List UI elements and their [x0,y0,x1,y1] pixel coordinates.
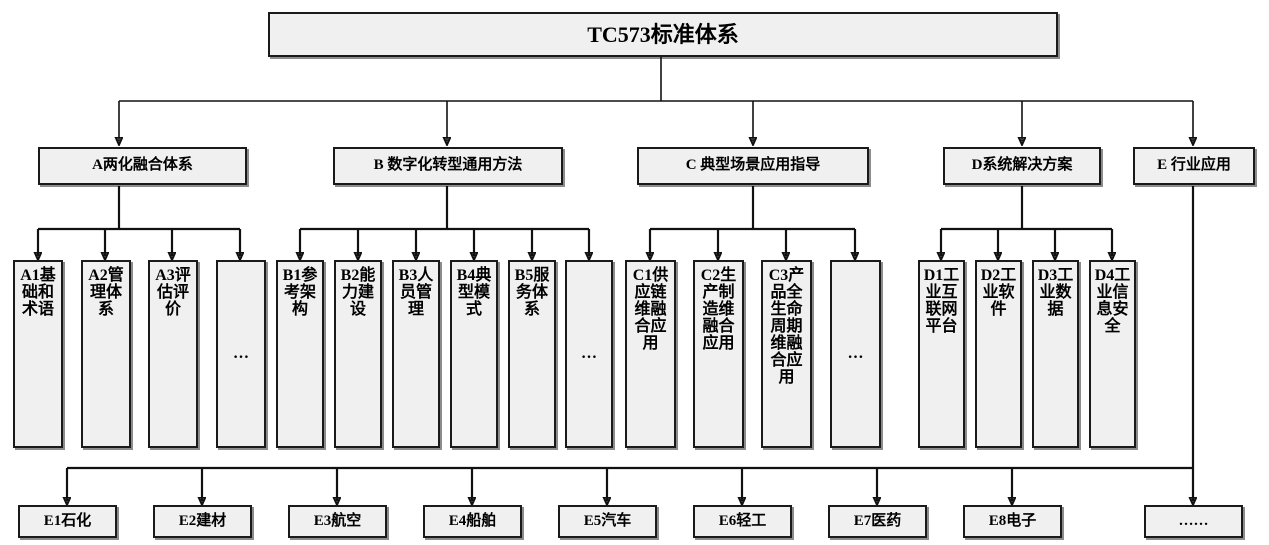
node-e-label: E 行业应用 [1157,157,1231,174]
node-e7-label: E7医药 [853,512,902,529]
node-c3[interactable]: C3产品全生命周期维融合应用 [761,260,812,448]
node-root[interactable]: TC573标准体系 [268,12,1058,57]
node-e5[interactable]: E5汽车 [558,505,657,538]
node-c2[interactable]: C2生产制造维融合应用 [693,260,744,448]
node-e2[interactable]: E2建材 [153,505,252,538]
node-a2-label: A2管理体系 [88,267,124,318]
node-a-more[interactable]: … [216,260,266,448]
node-b2[interactable]: B2能力建设 [334,260,382,448]
node-a3[interactable]: A3评估评价 [148,260,198,448]
node-d[interactable]: D系统解决方案 [943,147,1101,185]
node-e8[interactable]: E8电子 [963,505,1062,538]
node-b3[interactable]: B3人员管理 [392,260,440,448]
node-d1-label: D1工业互联网平台 [923,267,960,335]
node-root-label: TC573标准体系 [587,21,739,47]
node-a[interactable]: A两化融合体系 [38,147,247,185]
node-b4[interactable]: B4典型模式 [450,260,498,448]
node-b-more[interactable]: … [565,260,613,448]
node-a-label: A两化融合体系 [92,157,193,174]
node-e-more[interactable]: …… [1144,505,1243,538]
node-e4-label: E4船舶 [448,512,497,529]
node-b-label: B 数字化转型通用方法 [373,157,523,174]
node-e8-label: E8电子 [988,512,1037,529]
node-c-more[interactable]: … [830,260,881,448]
node-e5-label: E5汽车 [583,512,632,529]
node-e3-label: E3航空 [313,512,362,529]
node-e3[interactable]: E3航空 [288,505,387,538]
node-d4-label: D4工业信息安全 [1094,267,1131,335]
node-a-more-label: … [233,344,249,362]
node-a2[interactable]: A2管理体系 [81,260,131,448]
node-c3-label: C3产品全生命周期维融合应用 [768,267,805,386]
node-c2-label: C2生产制造维融合应用 [700,267,737,352]
node-b2-label: B2能力建设 [340,267,376,318]
node-b1[interactable]: B1参考架构 [276,260,324,448]
node-e[interactable]: E 行业应用 [1133,147,1255,185]
node-c1-label: C1供应链维融合应用 [632,267,669,352]
node-c-label: C 典型场景应用指导 [685,157,821,174]
node-e6[interactable]: E6轻工 [693,505,792,538]
node-e6-label: E6轻工 [718,512,767,529]
node-b[interactable]: B 数字化转型通用方法 [333,147,563,185]
node-d4[interactable]: D4工业信息安全 [1089,260,1136,448]
node-b5-label: B5服务体系 [514,267,550,318]
node-b1-label: B1参考架构 [282,267,318,318]
node-e4[interactable]: E4船舶 [423,505,522,538]
node-d2-label: D2工业软件 [980,267,1017,318]
node-b-more-label: … [581,344,597,362]
node-e7[interactable]: E7医药 [828,505,927,538]
node-d1[interactable]: D1工业互联网平台 [918,260,965,448]
node-a3-label: A3评估评价 [155,267,191,318]
node-d2[interactable]: D2工业软件 [975,260,1022,448]
node-d3[interactable]: D3工业数据 [1032,260,1079,448]
node-e1[interactable]: E1石化 [18,505,117,538]
node-c1[interactable]: C1供应链维融合应用 [625,260,676,448]
node-e-more-label: …… [1178,512,1209,529]
node-d3-label: D3工业数据 [1037,267,1074,318]
node-c[interactable]: C 典型场景应用指导 [637,147,869,185]
node-e2-label: E2建材 [178,512,227,529]
node-b4-label: B4典型模式 [456,267,492,318]
node-c-more-label: … [847,344,864,362]
node-b5[interactable]: B5服务体系 [508,260,556,448]
node-a1[interactable]: A1基础和术语 [13,260,63,448]
node-a1-label: A1基础和术语 [20,267,56,318]
node-b3-label: B3人员管理 [398,267,434,318]
node-d-label: D系统解决方案 [971,157,1073,174]
node-e1-label: E1石化 [43,512,92,529]
